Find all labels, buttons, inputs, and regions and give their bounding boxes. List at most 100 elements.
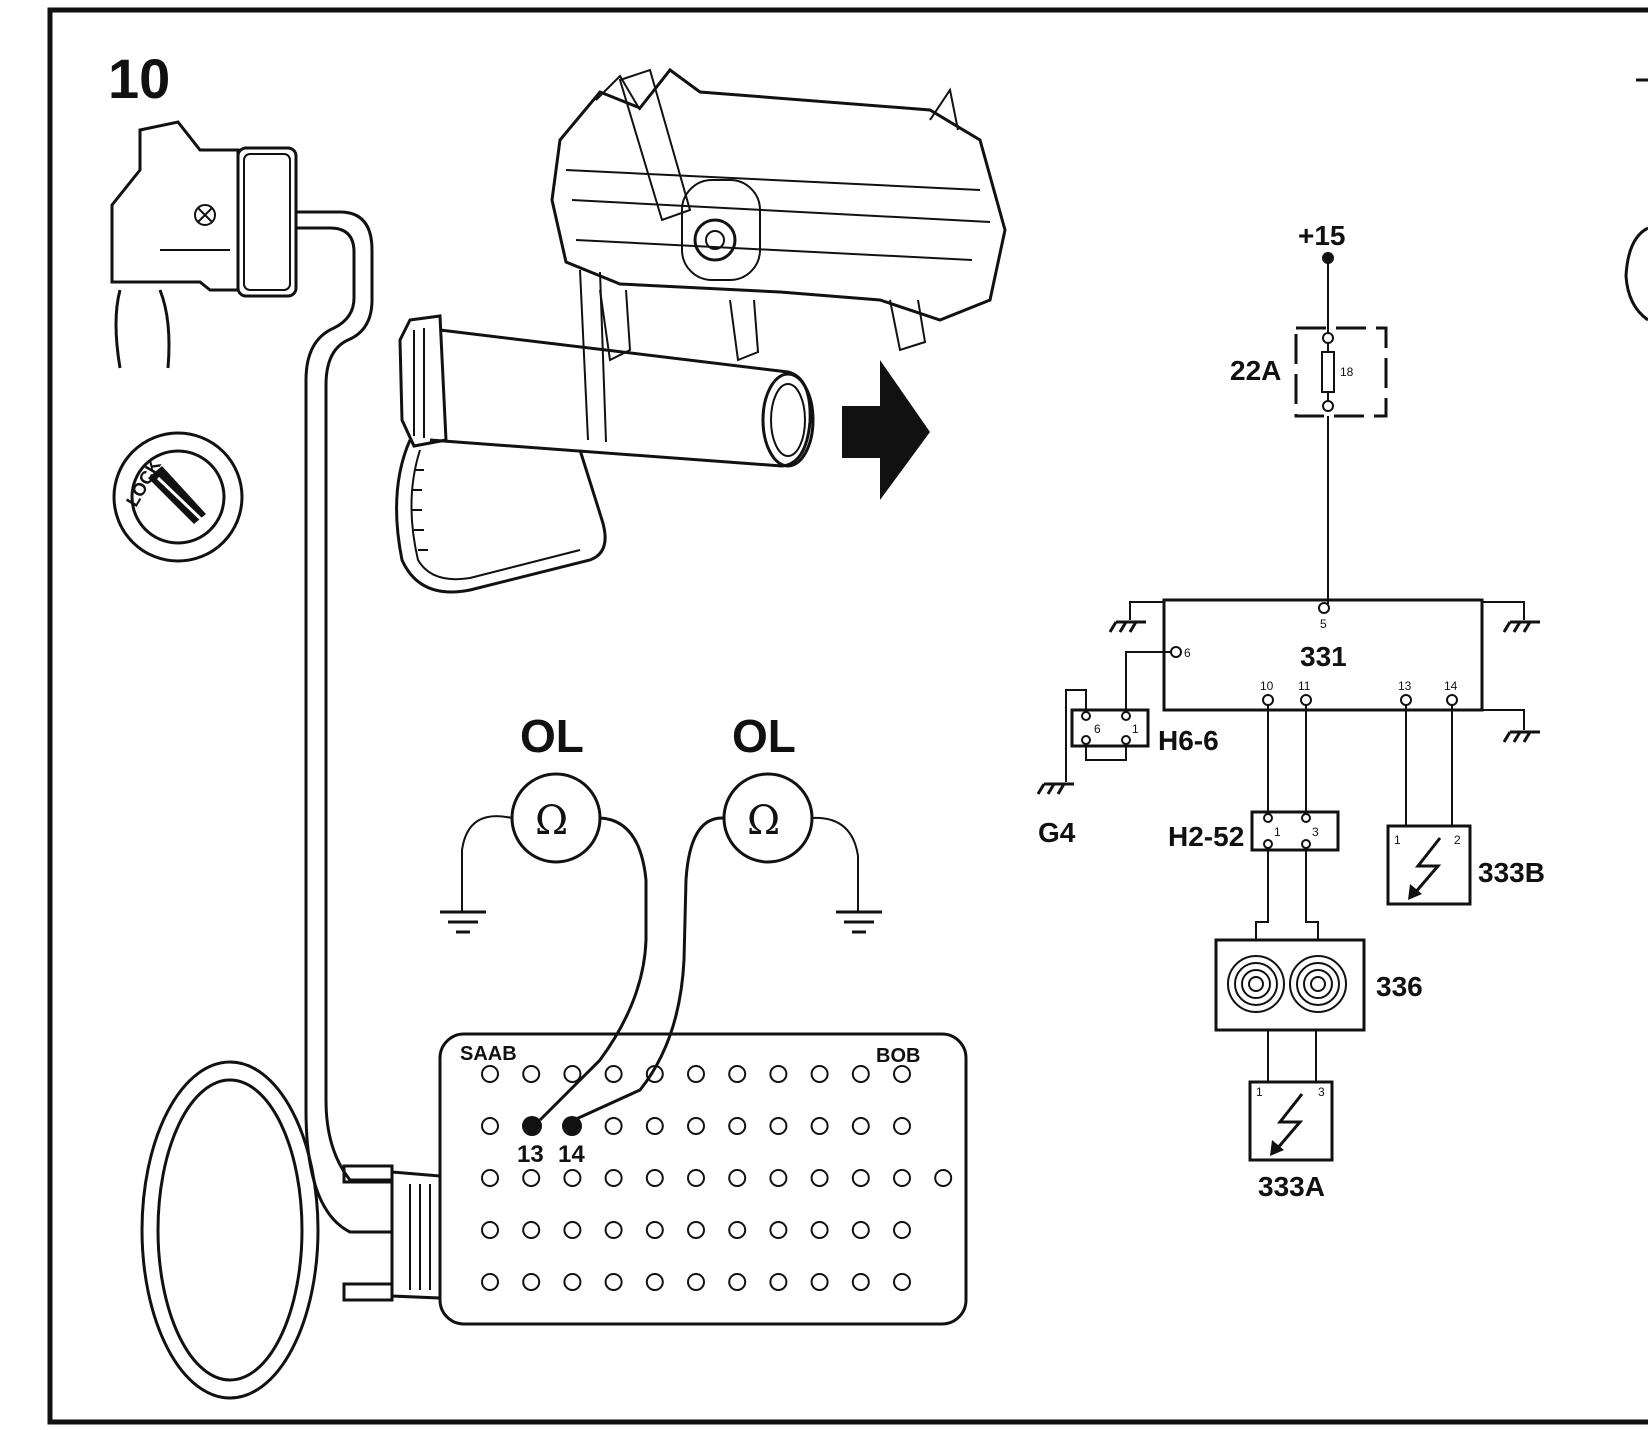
- supply-label: +15: [1298, 220, 1346, 251]
- bob-pin-hole: [893, 1169, 911, 1187]
- airbag-333a-pin-right: 3: [1318, 1085, 1325, 1099]
- bob-pin-hole: [481, 1065, 499, 1083]
- ohmmeter-left: [440, 772, 648, 1122]
- bob-pin-hole: [769, 1273, 788, 1291]
- adapter-cable-outer: [296, 210, 392, 1182]
- bob-pin-hole: [522, 1273, 541, 1291]
- bob-pin-hole: [481, 1273, 499, 1291]
- bob-pin-hole: [481, 1221, 499, 1239]
- bob-pin-hole: [893, 1273, 911, 1291]
- bob-pin-hole: [687, 1117, 705, 1135]
- bob-pin-hole: [687, 1221, 705, 1239]
- bob-name-label: BOB: [876, 1045, 920, 1067]
- bob-pin-hole: [645, 1065, 664, 1083]
- bob-pin-hole: [851, 1169, 870, 1187]
- connector-h2-label: H2-52: [1168, 821, 1244, 852]
- bob-pin-hole: [563, 1273, 582, 1291]
- control-module-label: 331: [1300, 641, 1347, 672]
- module-pin-13: 13: [1398, 679, 1412, 693]
- bob-pin-grid: [481, 1065, 953, 1291]
- bob-pin-hole: [687, 1065, 705, 1083]
- bob-pin-hole: [522, 1221, 541, 1239]
- bob-pin-hole: [604, 1065, 623, 1083]
- bob-pin-hole: [604, 1169, 623, 1187]
- bob-pin-hole: [851, 1221, 870, 1239]
- airbag-333b-pin-right: 2: [1454, 833, 1461, 847]
- bob-pin-hole: [934, 1169, 953, 1187]
- bob-pin-14-marker: [562, 1116, 582, 1136]
- ohmmeter-left-unit: Ω: [535, 798, 568, 844]
- bob-pin-hole: [687, 1273, 705, 1291]
- module-pin-10: 10: [1260, 679, 1274, 693]
- wiring-schematic: [1036, 252, 1540, 1162]
- bob-pin-hole: [604, 1221, 623, 1239]
- adapter-cable-inner: [296, 226, 392, 1234]
- bob-pin-13-marker: [522, 1116, 542, 1136]
- bob-pin-hole: [893, 1065, 911, 1083]
- bob-pin-hole: [810, 1221, 829, 1239]
- bob-pin-hole: [645, 1273, 664, 1291]
- ignition-lock-icon: [112, 431, 244, 563]
- bob-breakout-box: [342, 1032, 968, 1326]
- airbag-module: [550, 67, 1007, 362]
- connector-h6-label: H6-6: [1158, 725, 1219, 756]
- bob-pin-hole: [769, 1065, 788, 1083]
- bob-pin-hole: [810, 1065, 829, 1083]
- bob-pin-hole: [687, 1169, 705, 1187]
- bob-pin-hole: [522, 1065, 541, 1083]
- bob-pin-hole: [769, 1169, 788, 1187]
- ohmmeter-right-unit: Ω: [747, 798, 780, 844]
- bob-pin-hole: [769, 1117, 788, 1135]
- module-pin-6: 6: [1184, 646, 1191, 660]
- bob-pin-hole: [810, 1169, 829, 1187]
- bob-pin-13-label: 13: [517, 1141, 544, 1168]
- bob-pin-hole: [728, 1273, 747, 1291]
- bob-pin-hole: [851, 1117, 870, 1135]
- contact-reel-label: 336: [1376, 971, 1423, 1002]
- bob-pin-14-label: 14: [558, 1141, 585, 1168]
- bob-pin-hole: [604, 1117, 623, 1135]
- bob-pin-hole: [893, 1221, 911, 1239]
- bob-pin-hole: [728, 1169, 747, 1187]
- direction-arrow-icon: [842, 360, 930, 500]
- bob-pin-hole: [645, 1169, 664, 1187]
- bob-pin-hole: [604, 1273, 623, 1291]
- bob-pin-hole: [728, 1065, 747, 1083]
- adjacent-figure-fragment: [1624, 226, 1648, 322]
- diagnostic-connector: [110, 120, 298, 369]
- bob-pin-hole: [481, 1169, 499, 1187]
- fuse-label: 22A: [1230, 355, 1281, 386]
- bob-pin-hole: [769, 1221, 788, 1239]
- ohmmeter-left-reading: OL: [520, 710, 584, 762]
- bob-pin-hole: [851, 1065, 870, 1083]
- bob-pin-hole: [522, 1169, 541, 1187]
- bob-pin-hole: [645, 1221, 664, 1239]
- bob-pin-hole: [563, 1169, 582, 1187]
- bob-pin-hole: [810, 1117, 829, 1135]
- cable-loop: [140, 1060, 320, 1400]
- bob-pin-hole: [563, 1065, 582, 1083]
- ground-g4-label: G4: [1038, 817, 1076, 848]
- airbag-333b-label: 333B: [1478, 857, 1545, 888]
- bob-pin-hole: [728, 1117, 747, 1135]
- bob-pin-hole: [810, 1273, 829, 1291]
- bob-pin-hole: [563, 1221, 582, 1239]
- airbag-333a-label: 333A: [1258, 1171, 1325, 1202]
- connector-h2-pin-left: 1: [1274, 825, 1281, 839]
- module-pin-11: 11: [1298, 679, 1311, 693]
- connector-h2-pin-right: 3: [1312, 825, 1319, 839]
- module-pin-5: 5: [1320, 617, 1327, 631]
- bob-pin-hole: [481, 1117, 499, 1135]
- bob-pin-hole: [645, 1117, 664, 1135]
- bob-brand-label: SAAB: [460, 1043, 517, 1065]
- module-pin-14: 14: [1444, 679, 1458, 693]
- connector-h6-pin-right: 1: [1132, 722, 1139, 736]
- bob-pin-hole: [851, 1273, 870, 1291]
- bob-pin-hole: [728, 1221, 747, 1239]
- step-number: 10: [108, 47, 170, 110]
- bob-pin-hole: [893, 1117, 911, 1135]
- figure-frame: [47, 7, 1648, 1425]
- fuse-number: 18: [1340, 365, 1354, 379]
- connector-h6-pin-left: 6: [1094, 722, 1101, 736]
